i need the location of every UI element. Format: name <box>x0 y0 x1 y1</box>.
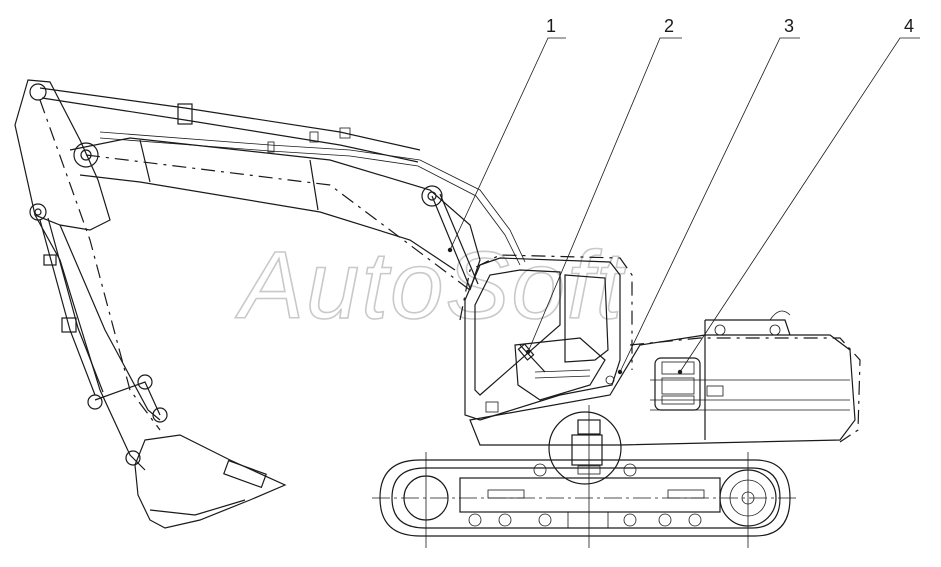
boom <box>69 137 481 291</box>
bucket-cylinder <box>39 217 104 396</box>
callout-3: 3 <box>617 16 800 375</box>
arm-cylinder <box>29 83 421 163</box>
callout-4: 4 <box>677 16 920 375</box>
arm <box>14 79 161 471</box>
bucket-linkage <box>87 374 168 466</box>
hydraulic-lines <box>99 127 526 266</box>
callout-1-label: 1 <box>546 16 556 36</box>
callout-3-label: 3 <box>784 16 794 36</box>
cab <box>459 254 633 421</box>
callout-2-label: 2 <box>664 16 674 36</box>
watermark-text: AutoSoft <box>235 232 626 339</box>
callout-4-label: 4 <box>904 16 914 36</box>
center-swivel <box>548 405 622 548</box>
bucket <box>134 434 287 529</box>
callout-2: 2 <box>525 16 682 355</box>
undercarriage <box>372 452 800 548</box>
upper-structure <box>469 310 861 446</box>
control-valve <box>654 357 701 411</box>
control-console <box>514 337 606 401</box>
callout-1: 1 <box>447 16 566 253</box>
boom-cylinder <box>431 193 479 289</box>
